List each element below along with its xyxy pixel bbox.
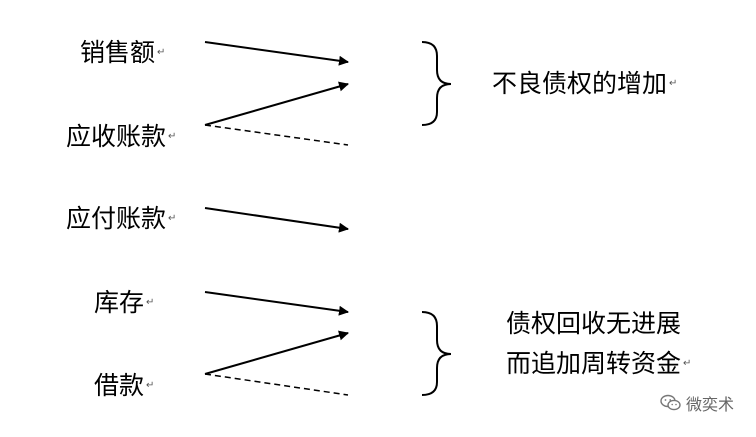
brace-bad-debt — [421, 41, 452, 126]
dashed-loans — [204, 373, 349, 396]
node-receivables: 应收账款↵ — [66, 122, 176, 152]
node-sales: 销售额↵ — [80, 38, 165, 68]
return-mark: ↵ — [683, 358, 692, 369]
wechat-icon — [660, 394, 681, 411]
node-receivables-text: 应收账款 — [66, 122, 167, 151]
arrow-inventory — [204, 291, 349, 316]
brace-no-progress — [421, 311, 452, 396]
return-mark: ↵ — [168, 213, 177, 224]
return-mark: ↵ — [157, 47, 166, 58]
arrow-receivables — [204, 81, 349, 126]
arrow-sales — [204, 41, 349, 66]
node-payables: 应付账款↵ — [66, 204, 176, 234]
return-mark: ↵ — [146, 380, 155, 391]
node-loans: 借款↵ — [94, 371, 154, 401]
result-bad-debt-text: 不良债权的增加 — [492, 69, 668, 98]
node-sales-text: 销售额 — [80, 38, 156, 67]
result-bad-debt: 不良债权的增加↵ — [492, 66, 677, 102]
result-no-progress-line2-text: 而追加周转资金 — [506, 349, 682, 378]
node-payables-text: 应付账款 — [66, 204, 167, 233]
node-inventory-text: 库存 — [94, 288, 145, 317]
result-no-progress-line1: 债权回收无进展 — [506, 306, 681, 342]
dashed-receivables — [204, 124, 349, 146]
arrow-loans — [204, 330, 349, 375]
result-no-progress-line2: 而追加周转资金↵ — [506, 346, 691, 382]
watermark: 微奕术 — [660, 391, 734, 415]
return-mark: ↵ — [168, 131, 177, 142]
watermark-text: 微奕术 — [685, 395, 734, 414]
node-inventory: 库存↵ — [94, 288, 154, 318]
result-no-progress-line1-text: 债权回收无进展 — [506, 309, 682, 338]
arrow-payables — [204, 207, 349, 233]
return-mark: ↵ — [669, 78, 678, 89]
node-loans-text: 借款 — [94, 371, 145, 400]
return-mark: ↵ — [146, 297, 155, 308]
